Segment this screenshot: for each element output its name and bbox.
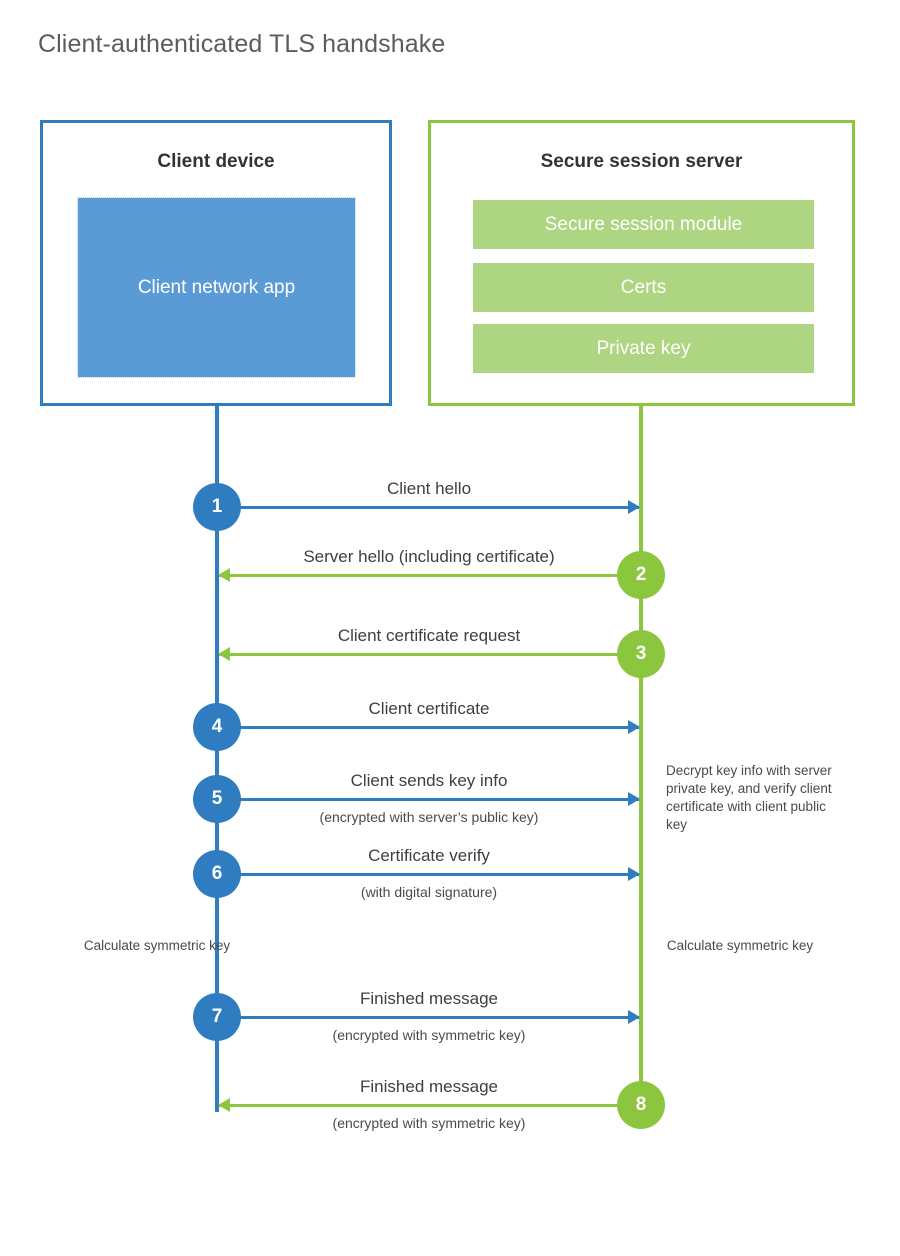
message-arrowhead-8 [218,1098,230,1112]
message-label-6: Certificate verify [368,846,490,865]
message-line-8 [219,1104,639,1107]
message-arrowhead-7 [628,1010,640,1024]
message-sublabel-8: (encrypted with symmetric key) [332,1115,526,1131]
message-line-3 [219,653,639,656]
step-circle-5[interactable]: 5 [193,775,241,823]
server-lifeline [639,406,643,1106]
step-circle-3[interactable]: 3 [617,630,665,678]
message-sublabel-7: (encrypted with symmetric key) [332,1027,526,1043]
page-title: Client-authenticated TLS handshake [38,30,446,58]
message-arrowhead-4 [628,720,640,734]
step-circle-6[interactable]: 6 [193,850,241,898]
message-line-2 [219,574,639,577]
server-module-secure-session-module: Secure session module [473,200,814,249]
message-label-4: Client certificate [368,699,490,718]
message-label-2: Server hello (including certificate) [303,547,555,566]
client-device-box: Client device Client network app [40,120,392,406]
message-line-5 [219,798,639,801]
message-label-8: Finished message [360,1077,498,1096]
server-module-private-key: Private key [473,324,814,373]
message-sublabel-5: (encrypted with server’s public key) [319,809,539,825]
message-arrowhead-2 [218,568,230,582]
client-lifeline [215,406,219,1112]
server-module-certs: Certs [473,263,814,312]
step-circle-1[interactable]: 1 [193,483,241,531]
client-calculate-symmetric-key-note: Calculate symmetric key [83,938,231,953]
message-line-1 [219,506,639,509]
message-line-4 [219,726,639,729]
step-circle-7[interactable]: 7 [193,993,241,1041]
secure-session-server-title: Secure session server [540,151,743,172]
client-device-title: Client device [157,151,275,172]
step-circle-4[interactable]: 4 [193,703,241,751]
secure-session-server-box: Secure session server Secure session mod… [428,120,855,406]
message-label-3: Client certificate request [337,626,521,645]
client-network-app-label: Client network app [137,276,296,298]
message-arrowhead-3 [218,647,230,661]
client-network-app-block: Client network app [77,197,356,378]
message-sublabel-6: (with digital signature) [360,884,498,900]
message-line-7 [219,1016,639,1019]
message-label-5: Client sends key info [350,771,508,790]
message-label-1: Client hello [386,479,472,498]
server-decrypt-note: Decrypt key info with server private key… [666,763,832,832]
step-circle-8[interactable]: 8 [617,1081,665,1129]
message-label-7: Finished message [360,989,498,1008]
message-arrowhead-6 [628,867,640,881]
message-line-6 [219,873,639,876]
message-arrowhead-1 [628,500,640,514]
server-calculate-symmetric-key-note: Calculate symmetric key [666,938,814,953]
step-circle-2[interactable]: 2 [617,551,665,599]
message-arrowhead-5 [628,792,640,806]
